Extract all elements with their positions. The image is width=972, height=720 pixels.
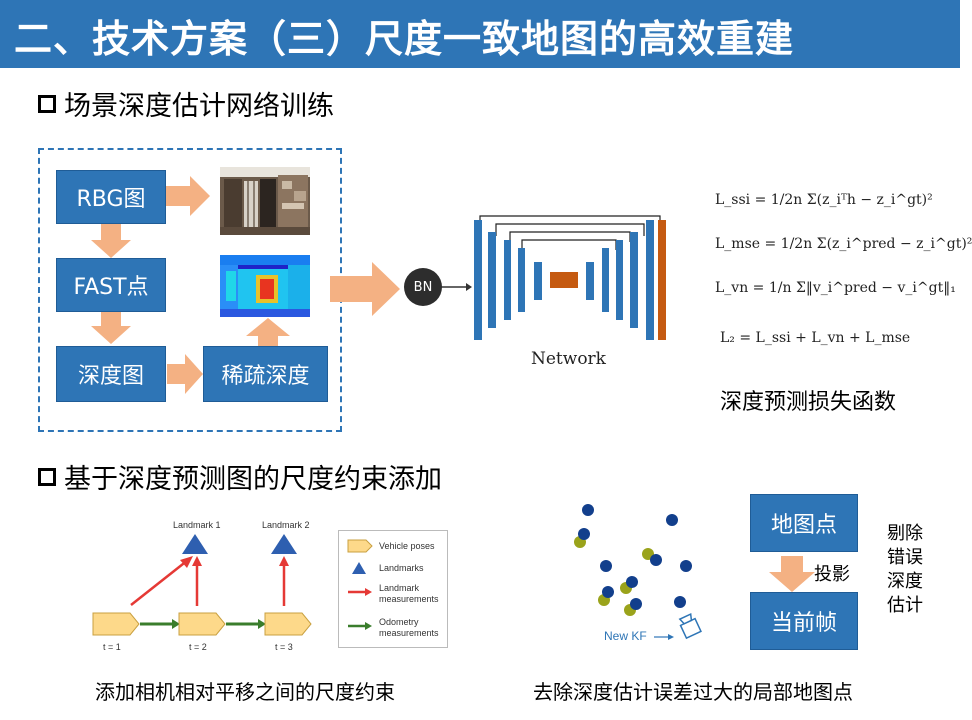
landmark-triangle-icon	[182, 534, 208, 554]
formula-total: L₂ = L_ssi + L_vn + L_mse	[720, 330, 911, 346]
arrow-projection	[769, 556, 815, 592]
map-points-caption: 去除深度估计误差过大的局部地图点	[533, 680, 853, 704]
map-point-box: 地图点	[750, 494, 858, 552]
legend-odometry-measurements: Odometry measurements	[379, 617, 439, 638]
formula-vn: L_vn = 1/n Σ‖v_i^pred − v_i^gt‖₁	[715, 280, 956, 296]
side-note-line: 错误	[887, 547, 923, 568]
formula-ssi: L_ssi = 1/2n Σ(z_iᵀh − z_i^gt)²	[715, 192, 933, 208]
sparse-depth-box: 稀疏深度	[203, 346, 328, 402]
arrow-rbg-to-image	[161, 176, 210, 216]
checkbox-bullet-icon	[38, 468, 56, 486]
side-note-line: 剔除	[887, 523, 923, 544]
arrow-rbg-to-fast	[91, 224, 131, 258]
landmark-measurement-arrow	[130, 559, 189, 606]
legend-landmarks: Landmarks	[379, 563, 424, 573]
legend-vehicle-poses: Vehicle poses	[379, 541, 435, 551]
graph-caption: 添加相机相对平移之间的尺度约束	[95, 680, 395, 704]
arrow-depth-to-sparse	[167, 354, 203, 394]
vehicle-pose-icon	[264, 612, 312, 636]
depth-map-box: 深度图	[56, 346, 166, 402]
section2-heading: 基于深度预测图的尺度约束添加	[64, 464, 442, 495]
projection-label: 投影	[814, 564, 850, 585]
landmark-measurement-legend-icon	[348, 588, 372, 596]
slide-title: 二、技术方案（三）尺度一致地图的高效重建	[14, 17, 795, 61]
new-kf-label: New KF	[604, 629, 647, 643]
time-label-t3: t = 3	[275, 642, 293, 652]
arrow-sparse-to-heatmap	[246, 318, 290, 348]
time-label-t2: t = 2	[189, 642, 207, 652]
landmark-triangle-icon	[271, 534, 297, 554]
legend-landmark-measurements: Landmark measurements	[379, 583, 439, 604]
vehicle-pose-legend-icon	[347, 539, 373, 553]
network-label: Network	[531, 349, 606, 369]
side-note-line: 深度	[887, 571, 923, 592]
unet-network-diagram	[474, 215, 666, 340]
current-frame-box: 当前帧	[750, 592, 858, 650]
time-label-t1: t = 1	[103, 642, 121, 652]
odometry-legend-icon	[348, 622, 372, 630]
rgb-room-photo	[220, 167, 310, 235]
map-points-scatter	[574, 504, 702, 640]
vehicle-pose-icon	[92, 612, 140, 636]
graph-legend: Vehicle poses Landmarks Landmark measure…	[338, 530, 448, 648]
side-note: 剔除 错误 深度 估计	[887, 522, 923, 618]
checkbox-bullet-icon	[38, 95, 56, 113]
rbg-image-box: RBG图	[56, 170, 166, 224]
landmark2-label: Landmark 2	[262, 520, 310, 530]
arrow-fast-to-depth	[91, 312, 131, 344]
side-note-line: 估计	[887, 595, 923, 616]
formula-mse: L_mse = 1/2n Σ(z_i^pred − z_i^gt)²	[715, 236, 972, 252]
landmark-legend-icon	[352, 562, 366, 574]
loss-caption: 深度预测损失函数	[720, 390, 897, 415]
depth-heatmap-image	[220, 255, 310, 317]
fast-points-box: FAST点	[56, 258, 166, 312]
section1-heading: 场景深度估计网络训练	[64, 91, 334, 122]
camera-icon	[678, 612, 702, 640]
landmark1-label: Landmark 1	[173, 520, 221, 530]
arrow-to-bn	[330, 262, 400, 316]
vehicle-pose-icon	[178, 612, 226, 636]
title-bar	[0, 0, 960, 68]
bn-node: BN	[404, 268, 442, 306]
